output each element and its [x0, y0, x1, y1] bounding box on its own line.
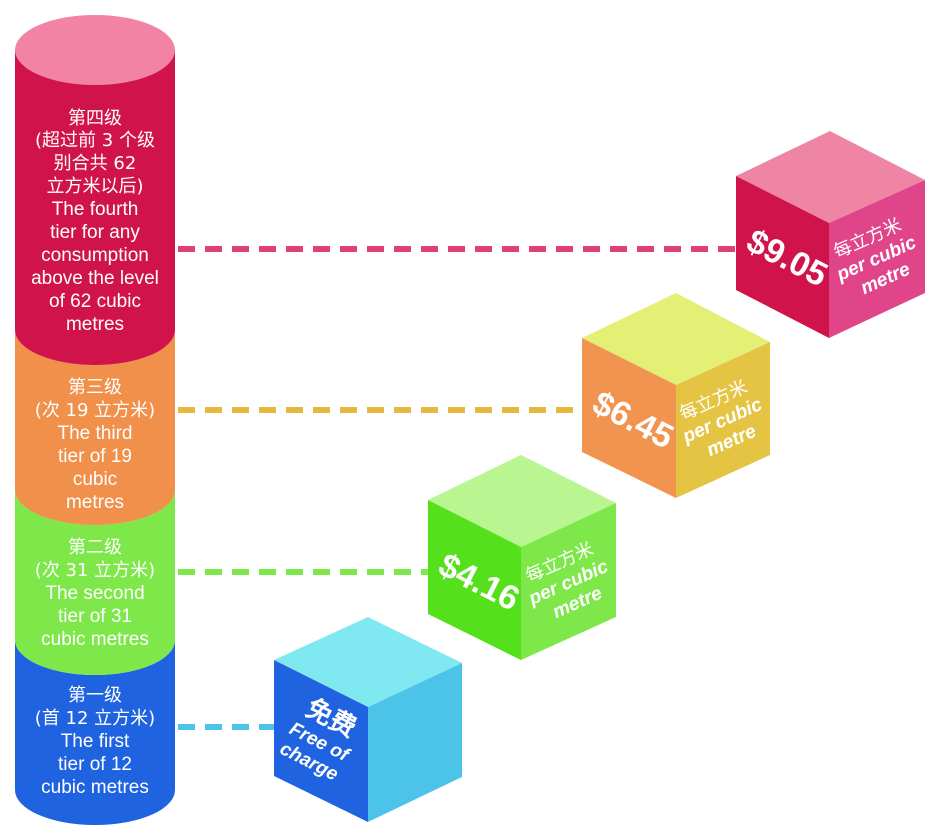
svg-text:tier of 12: tier of 12 [58, 754, 132, 775]
svg-text:metres: metres [66, 492, 124, 513]
cube-front [428, 500, 521, 660]
svg-text:tier of 19: tier of 19 [58, 446, 132, 467]
cube-front [274, 660, 368, 822]
tier1-label: 第一级 (首 12 立方米) The first tier of 12 cubi… [35, 685, 155, 798]
price-cube-tier1: 免费 Free of charge [274, 617, 462, 822]
cube-front [582, 338, 676, 498]
cube-side [676, 342, 770, 498]
svg-text:别合共 62: 别合共 62 [54, 153, 137, 174]
svg-text:tier for any: tier for any [50, 222, 140, 243]
svg-text:The first: The first [61, 731, 130, 752]
svg-text:consumption: consumption [41, 245, 149, 266]
cylinder-tier3 [15, 330, 175, 525]
cube-top [428, 455, 616, 547]
svg-text:cubic metres: cubic metres [41, 629, 149, 650]
cylinder-tier2 [15, 490, 175, 675]
price-cube-tier2: $4.16 每立方米 per cubic metre [428, 455, 616, 660]
svg-text:tier of 31: tier of 31 [58, 606, 132, 627]
cylinder-tier4 [15, 50, 175, 365]
svg-text:立方米以后): 立方米以后) [46, 176, 143, 197]
svg-text:(次 31 立方米): (次 31 立方米) [35, 560, 155, 581]
svg-text:of 62 cubic: of 62 cubic [49, 291, 141, 312]
price-cube-tier4: $9.05 每立方米 per cubic metre [736, 131, 925, 338]
svg-text:第一级: 第一级 [68, 685, 122, 706]
svg-text:The third: The third [58, 423, 133, 444]
cube-top [582, 293, 770, 385]
cube-side [829, 180, 925, 338]
svg-text:第四级: 第四级 [68, 108, 122, 129]
cylinder-top [15, 15, 175, 85]
price-cube-tier3: $6.45 每立方米 per cubic metre [582, 293, 770, 498]
tier3-label: 第三级 (次 19 立方米) The third tier of 19 cubi… [35, 377, 155, 513]
svg-text:第二级: 第二级 [68, 537, 122, 558]
svg-text:(次 19 立方米): (次 19 立方米) [35, 400, 155, 421]
cube-side [368, 663, 462, 822]
svg-text:cubic metres: cubic metres [41, 777, 149, 798]
tier-cylinder [15, 15, 175, 825]
svg-text:above the level: above the level [31, 268, 159, 289]
svg-text:cubic: cubic [73, 469, 117, 490]
svg-text:metres: metres [66, 314, 124, 335]
cylinder-tier1 [15, 640, 175, 825]
cube-side [521, 503, 616, 660]
cube-top [736, 131, 925, 223]
cube-front [736, 176, 829, 338]
tier4-label: 第四级 (超过前 3 个级 别合共 62 立方米以后) The fourth t… [31, 108, 159, 335]
tier2-label: 第二级 (次 31 立方米) The second tier of 31 cub… [35, 537, 155, 650]
svg-text:第三级: 第三级 [68, 377, 122, 398]
svg-text:(首 12 立方米): (首 12 立方米) [35, 708, 155, 729]
svg-text:(超过前 3 个级: (超过前 3 个级 [35, 130, 155, 151]
svg-text:The second: The second [45, 583, 144, 604]
cube-top [274, 617, 462, 707]
svg-text:The fourth: The fourth [52, 199, 139, 220]
